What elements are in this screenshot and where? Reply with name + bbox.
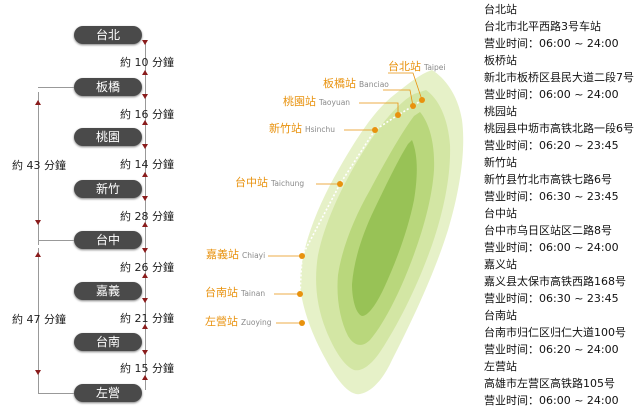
- station-name: 桃園: [95, 130, 120, 144]
- info-address: 新竹县竹北市高铁七路6号: [484, 173, 612, 186]
- long-segment-time: 約 43 分鐘: [12, 159, 66, 172]
- info-address: 台北市北平西路3号车站: [484, 20, 601, 33]
- station-pill-tainan[interactable]: 台南: [74, 333, 142, 351]
- station-pill-hsinchu[interactable]: 新竹: [74, 180, 142, 198]
- station-name: 板橋: [95, 80, 120, 94]
- arrow-down-icon: [142, 40, 148, 45]
- segment-time: 約 14 分鐘: [120, 158, 174, 171]
- info-station-name: 左营站: [484, 360, 517, 373]
- segment-time: 約 26 分鐘: [120, 261, 174, 274]
- arrow-down-icon: [142, 196, 148, 201]
- station-pill-chiayi[interactable]: 嘉義: [74, 282, 142, 300]
- station-pill-zuoying[interactable]: 左營: [74, 384, 142, 402]
- arrow-up-icon: [35, 100, 41, 105]
- station-name: 左營: [95, 386, 120, 400]
- arrow-down-icon: [142, 94, 148, 99]
- segment-time: 約 16 分鐘: [120, 108, 174, 121]
- arrow-down-icon: [142, 350, 148, 355]
- arrow-up-icon: [142, 324, 148, 329]
- arrow-up-icon: [142, 375, 148, 380]
- station-name: 台南: [95, 335, 120, 349]
- segment-time: 約 15 分鐘: [120, 362, 174, 375]
- info-hours: 营业时间：06:20 ~ 23:45: [484, 139, 619, 152]
- info-station-name: 台南站: [484, 309, 517, 322]
- arrow-down-icon: [142, 298, 148, 303]
- timeline-long-line-2: [38, 248, 39, 393]
- info-station-name: 嘉义站: [484, 258, 517, 271]
- info-hours: 营业时间：06:20 ~ 24:00: [484, 343, 619, 356]
- arrow-down-icon: [35, 370, 41, 375]
- info-address: 新北市板桥区县民大道二段7号: [484, 71, 634, 84]
- segment-time: 約 28 分鐘: [120, 210, 174, 223]
- arrow-up-icon: [142, 70, 148, 75]
- info-address: 桃园县中坜市高铁北路一段6号: [484, 122, 634, 135]
- info-station-name: 台北站: [484, 3, 517, 16]
- info-hours: 营业时间：06:00 ~ 24:00: [484, 394, 619, 407]
- info-station-name: 新竹站: [484, 156, 517, 169]
- info-hours: 营业时间：06:00 ~ 24:00: [484, 37, 619, 50]
- timeline-long-line-1: [38, 92, 39, 245]
- station-name: 台北: [95, 28, 120, 42]
- station-pill-taichung[interactable]: 台中: [74, 231, 142, 249]
- station-name: 台中: [95, 233, 120, 247]
- info-hours: 营业时间：06:00 ~ 24:00: [484, 88, 619, 101]
- station-pill-taipei[interactable]: 台北: [74, 26, 142, 44]
- info-hours: 营业时间：06:00 ~ 24:00: [484, 241, 619, 254]
- info-address: 高雄市左营区高铁路105号: [484, 377, 615, 390]
- info-address: 台中市乌日区站区二路8号: [484, 224, 612, 237]
- arrow-down-icon: [142, 248, 148, 253]
- arrow-down-icon: [142, 144, 148, 149]
- station-pill-taoyuan[interactable]: 桃園: [74, 128, 142, 146]
- connector-zuoying: [38, 393, 74, 394]
- connector-taichung: [38, 240, 74, 241]
- info-address: 嘉义县太保市高铁西路168号: [484, 275, 626, 288]
- segment-time: 約 10 分鐘: [120, 56, 174, 69]
- info-station-name: 台中站: [484, 207, 517, 220]
- timeline-main-line: [145, 40, 146, 390]
- station-name: 嘉義: [95, 284, 120, 298]
- info-station-name: 桃园站: [484, 105, 517, 118]
- info-address: 台南市归仁区归仁大道100号: [484, 326, 626, 339]
- connector-banqiao: [38, 87, 74, 88]
- long-segment-time: 約 47 分鐘: [12, 313, 66, 326]
- segment-time: 約 21 分鐘: [120, 312, 174, 325]
- station-pill-banqiao[interactable]: 板橋: [74, 78, 142, 96]
- arrow-up-icon: [142, 172, 148, 177]
- arrow-up-icon: [142, 120, 148, 125]
- info-hours: 营业时间：06:30 ~ 23:45: [484, 292, 619, 305]
- arrow-up-icon: [35, 252, 41, 257]
- arrow-up-icon: [142, 222, 148, 227]
- info-station-name: 板桥站: [484, 54, 517, 67]
- island-shape: [300, 70, 464, 395]
- arrow-down-icon: [35, 220, 41, 225]
- arrow-up-icon: [142, 273, 148, 278]
- info-hours: 营业时间：06:30 ~ 23:45: [484, 190, 619, 203]
- station-name: 新竹: [95, 182, 120, 196]
